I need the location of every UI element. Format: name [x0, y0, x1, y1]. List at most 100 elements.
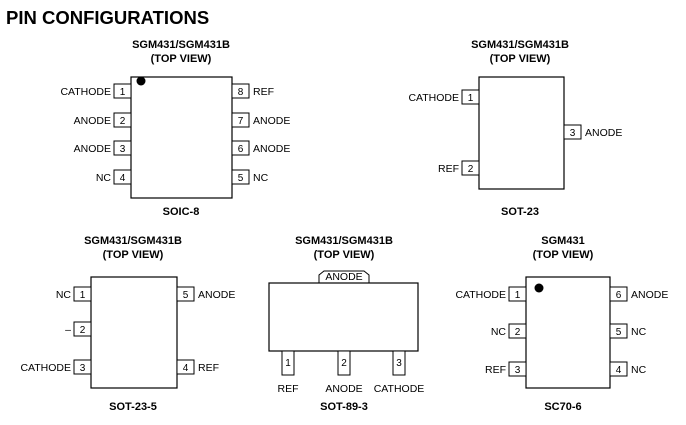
pin-number: 2	[468, 164, 474, 175]
pin-box	[337, 350, 351, 376]
pin-number: 8	[238, 87, 244, 98]
pin-number: 2	[515, 327, 521, 338]
pin-label: NC	[631, 326, 647, 338]
pin-number: 7	[238, 116, 244, 127]
pin-box	[609, 361, 628, 377]
package-soic8: SGM431/SGM431B(TOP VIEW)SOIC-81CATHODE2A…	[60, 39, 290, 218]
pin-number: 4	[616, 365, 622, 376]
pin-label: REF	[198, 362, 219, 374]
pin-box	[281, 350, 295, 376]
pin-label: ANODE	[253, 143, 290, 155]
pin-number: 3	[570, 128, 576, 139]
pin-box	[73, 286, 92, 302]
package-name: SOT-89-3	[320, 401, 368, 413]
pin-number: 4	[183, 363, 189, 374]
pin-label: CATHODE	[20, 362, 71, 374]
pin-number: 5	[616, 327, 622, 338]
pin-box	[176, 286, 195, 302]
pin-number: 6	[616, 290, 622, 301]
pin-label: ANODE	[74, 143, 111, 155]
pin-box	[113, 140, 132, 156]
pin-number: 1	[468, 93, 474, 104]
pin-box	[508, 361, 527, 377]
package-body	[525, 276, 611, 389]
pin-label: ANODE	[325, 383, 362, 395]
pin-box	[113, 83, 132, 99]
package-sot893: SGM431/SGM431B (TOP VIEW) SOT-89-3 ANODE 1RE…	[268, 235, 425, 413]
pin-number: 6	[238, 144, 244, 155]
pin-number: 1	[515, 290, 521, 301]
page-title: PIN CONFIGURATIONS	[6, 7, 209, 28]
pin-label: NC	[96, 172, 112, 184]
pin-number: 2	[341, 358, 347, 369]
pin-label: CATHODE	[374, 383, 425, 395]
pin-label: NC	[491, 326, 507, 338]
pin-number: 5	[238, 173, 244, 184]
pin-box	[508, 286, 527, 302]
pin1-marker-dot	[136, 76, 146, 86]
package-name: SOT-23	[501, 206, 539, 218]
pin-label: ANODE	[198, 289, 235, 301]
pin-number: 3	[120, 144, 126, 155]
pin-number: 1	[80, 290, 86, 301]
pin-number: 5	[183, 290, 189, 301]
pin-box	[461, 160, 480, 176]
package-tab	[318, 270, 370, 283]
pin-label: REF	[438, 163, 459, 175]
pin-box	[113, 169, 132, 185]
package-sot23: SGM431/SGM431B (TOP VIEW) SOT-23 1 CATHODE 2R…	[408, 39, 622, 218]
pin-number: 3	[80, 363, 86, 374]
pin-box	[392, 350, 406, 376]
pin-number: 1	[285, 358, 291, 369]
pin-number: 4	[120, 173, 126, 184]
pin-box	[73, 359, 92, 375]
package-part-number: SGM431/SGM431B	[295, 235, 393, 247]
pin-box	[231, 83, 250, 99]
tab-label: ANODE	[325, 271, 362, 283]
pin-label: NC	[631, 364, 647, 376]
package-part-number: SGM431	[541, 235, 584, 247]
package-view-label: (TOP VIEW)	[151, 53, 212, 65]
package-name: SC70-6	[544, 401, 581, 413]
package-view-label: (TOP VIEW)	[533, 249, 594, 261]
pin-box	[508, 323, 527, 339]
pin-box	[461, 89, 480, 105]
pin-box	[73, 321, 92, 337]
package-name: SOIC-8	[163, 206, 200, 218]
package-view-label: (TOP VIEW)	[490, 53, 551, 65]
pin-label: REF	[278, 383, 299, 395]
pin-label: REF	[485, 364, 506, 376]
pin-label: CATHODE	[408, 92, 459, 104]
pin-box	[231, 169, 250, 185]
pin-number: 2	[120, 116, 126, 127]
package-body	[90, 276, 178, 389]
pin1-marker-dot	[534, 283, 544, 293]
pin-label: ANODE	[74, 115, 111, 127]
package-view-label: (TOP VIEW)	[103, 249, 164, 261]
pin-box	[231, 112, 250, 128]
pin-label: REF	[253, 86, 274, 98]
pin-number: 3	[515, 365, 521, 376]
package-part-number: SGM431/SGM431B	[132, 39, 230, 51]
package-part-number: SGM431/SGM431B	[471, 39, 569, 51]
pin-box	[176, 359, 195, 375]
pin-box	[609, 286, 628, 302]
pin-box	[113, 112, 132, 128]
pin-label: CATHODE	[60, 86, 111, 98]
pin-label: –	[65, 324, 71, 336]
pin-label: ANODE	[631, 289, 668, 301]
package-body	[130, 76, 233, 199]
package-body	[268, 282, 419, 352]
pin-label: NC	[56, 289, 72, 301]
package-sot235: SGM431/SGM431B(TOP VIEW)SOT-23-51NC2–3CA…	[20, 235, 235, 413]
pin-box	[231, 140, 250, 156]
pin-label: NC	[253, 172, 269, 184]
pin-label: CATHODE	[455, 289, 506, 301]
pin-number: 1	[120, 87, 126, 98]
package-view-label: (TOP VIEW)	[314, 249, 375, 261]
pin-box	[609, 323, 628, 339]
package-part-number: SGM431/SGM431B	[84, 235, 182, 247]
pin-label: ANODE	[585, 127, 622, 139]
